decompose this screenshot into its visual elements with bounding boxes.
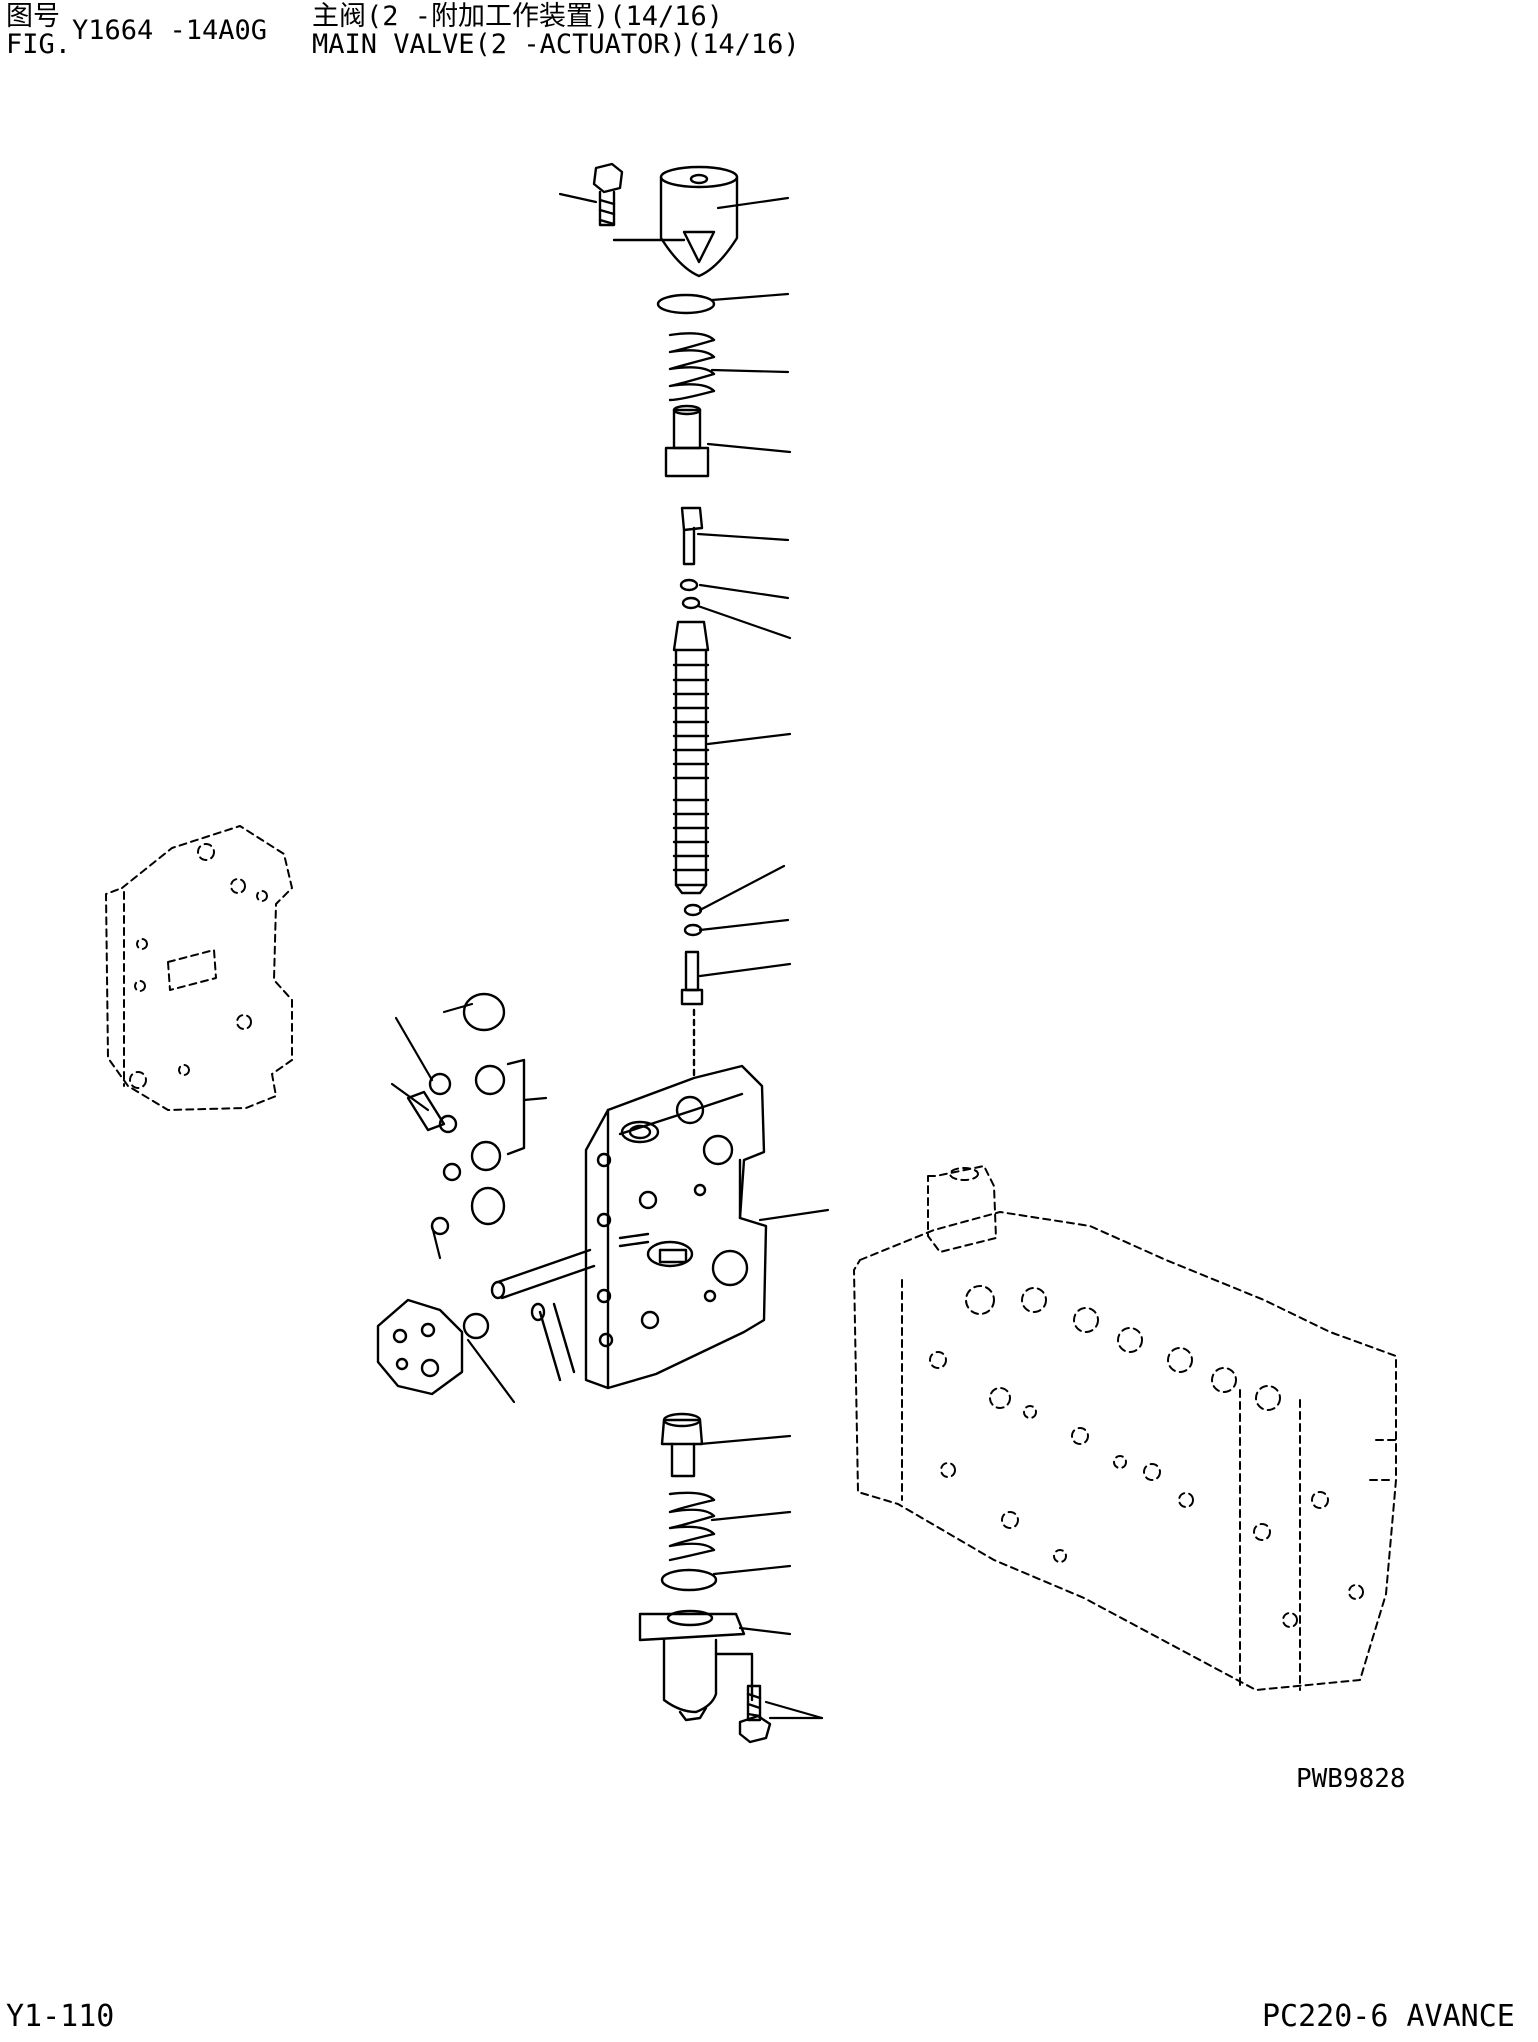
o-ring (656, 293, 716, 315)
figure-label: FIG. (6, 29, 72, 60)
drawing-code: PWB9828 (1296, 1764, 1406, 1794)
top-bolt (592, 162, 624, 227)
main-spool (672, 620, 710, 895)
figure-number: Y1664 -14A0G (72, 15, 268, 46)
relief-block (376, 1298, 464, 1396)
small-backup-ring (683, 923, 703, 937)
housing-sketch-left (105, 825, 293, 1111)
small-backup-ring (681, 596, 701, 610)
model-label: PC220-6 AVANCE (1262, 1999, 1515, 2034)
housing-sketch-right (853, 1165, 1397, 1691)
spring (668, 332, 716, 402)
lower-o-ring (660, 1568, 718, 1592)
bottom-bolt (738, 1684, 772, 1744)
small-o-ring (679, 578, 699, 592)
title-english: MAIN VALVE(2 -ACTUATOR)(14/16) (312, 29, 800, 60)
leader-lines (390, 192, 830, 1720)
top-cap (612, 165, 739, 278)
title-chinese: 主阀(2 -附加工作装置)(14/16) (312, 1, 724, 32)
guide-pins (462, 1248, 596, 1382)
lower-cap (638, 1609, 754, 1722)
o-ring-cluster (406, 992, 526, 1236)
page-number: Y1-110 (6, 1999, 115, 2034)
lower-spring (668, 1491, 716, 1562)
piston-pin (680, 506, 704, 566)
pin (680, 950, 704, 1006)
figure-label-chinese: 图号 (6, 1, 60, 32)
spring-retainer (664, 404, 710, 478)
lower-spring-retainer (660, 1412, 704, 1478)
valve-body (584, 1064, 768, 1390)
small-o-ring (683, 903, 703, 917)
